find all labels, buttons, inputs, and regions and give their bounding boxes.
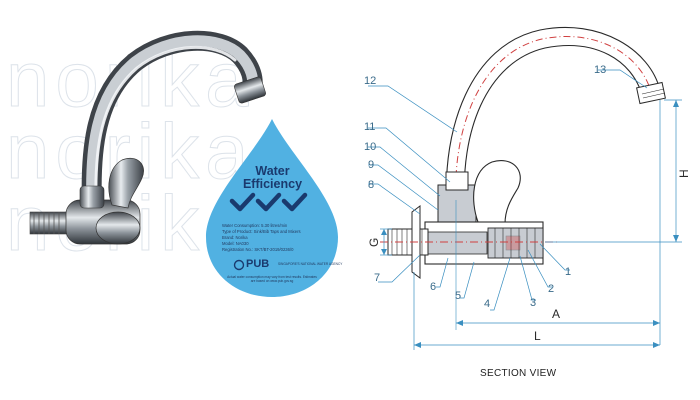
dimension-label-g: G — [367, 238, 381, 247]
badge-detail: Registration No.: SKT/BT-2019/0236/0 — [222, 247, 294, 252]
callout-8: 8 — [368, 179, 374, 191]
callout-5: 5 — [455, 290, 461, 302]
spout-outline — [445, 26, 661, 206]
callout-10: 10 — [364, 141, 376, 153]
section-view-caption: SECTION VIEW — [480, 368, 557, 379]
efficiency-ticks-icon — [229, 192, 308, 212]
dimension-arrowheads — [381, 100, 679, 348]
dimension-lines — [380, 99, 682, 350]
callout-2: 2 — [548, 283, 554, 295]
callout-13: 13 — [594, 64, 606, 76]
dimension-label-a: A — [552, 307, 560, 321]
callout-12: 12 — [364, 75, 376, 87]
callout-1: 1 — [565, 266, 571, 278]
section-view-diagram: 1 2 3 4 5 6 7 8 9 10 11 12 13 G H A L — [364, 26, 691, 350]
badge-title-line-2: Efficiency — [242, 177, 303, 191]
pub-logo-icon — [233, 259, 245, 271]
pub-logo-subtext: SINGAPORE'S NATIONAL WATER AGENCY — [278, 262, 343, 266]
badge-detail: Model: NA030 — [222, 241, 249, 246]
callout-7: 7 — [374, 272, 380, 284]
aerator-part — [636, 81, 666, 105]
callout-leaders — [368, 69, 648, 311]
dimension-label-h: H — [677, 169, 691, 178]
badge-detail: Brand: Norika — [222, 235, 248, 240]
spout-collar — [437, 184, 477, 224]
faucet-product-photo — [29, 30, 266, 245]
badge-footer: Actual water consumption may vary from t… — [227, 275, 317, 283]
water-efficiency-label: Water Efficiency Water Consumption: 5.30… — [200, 115, 345, 300]
spout-centerline — [455, 36, 652, 206]
dimension-label-l: L — [534, 329, 541, 343]
callout-6: 6 — [430, 281, 436, 293]
water-drop-shape — [206, 119, 338, 297]
cartridge — [487, 227, 544, 259]
badge-detail: Type of Product: Sink/Bib Taps and Mixer… — [222, 229, 301, 234]
callout-4: 4 — [484, 298, 490, 310]
callout-3: 3 — [530, 297, 536, 309]
lever-handle — [473, 160, 521, 225]
callout-9: 9 — [368, 159, 374, 171]
callout-11: 11 — [364, 121, 375, 133]
badge-title-line-1: Water — [255, 164, 290, 178]
pub-logo-text: PUB — [246, 258, 270, 270]
badge-detail: Water Consumption: 5.30 litres/min — [222, 223, 288, 228]
